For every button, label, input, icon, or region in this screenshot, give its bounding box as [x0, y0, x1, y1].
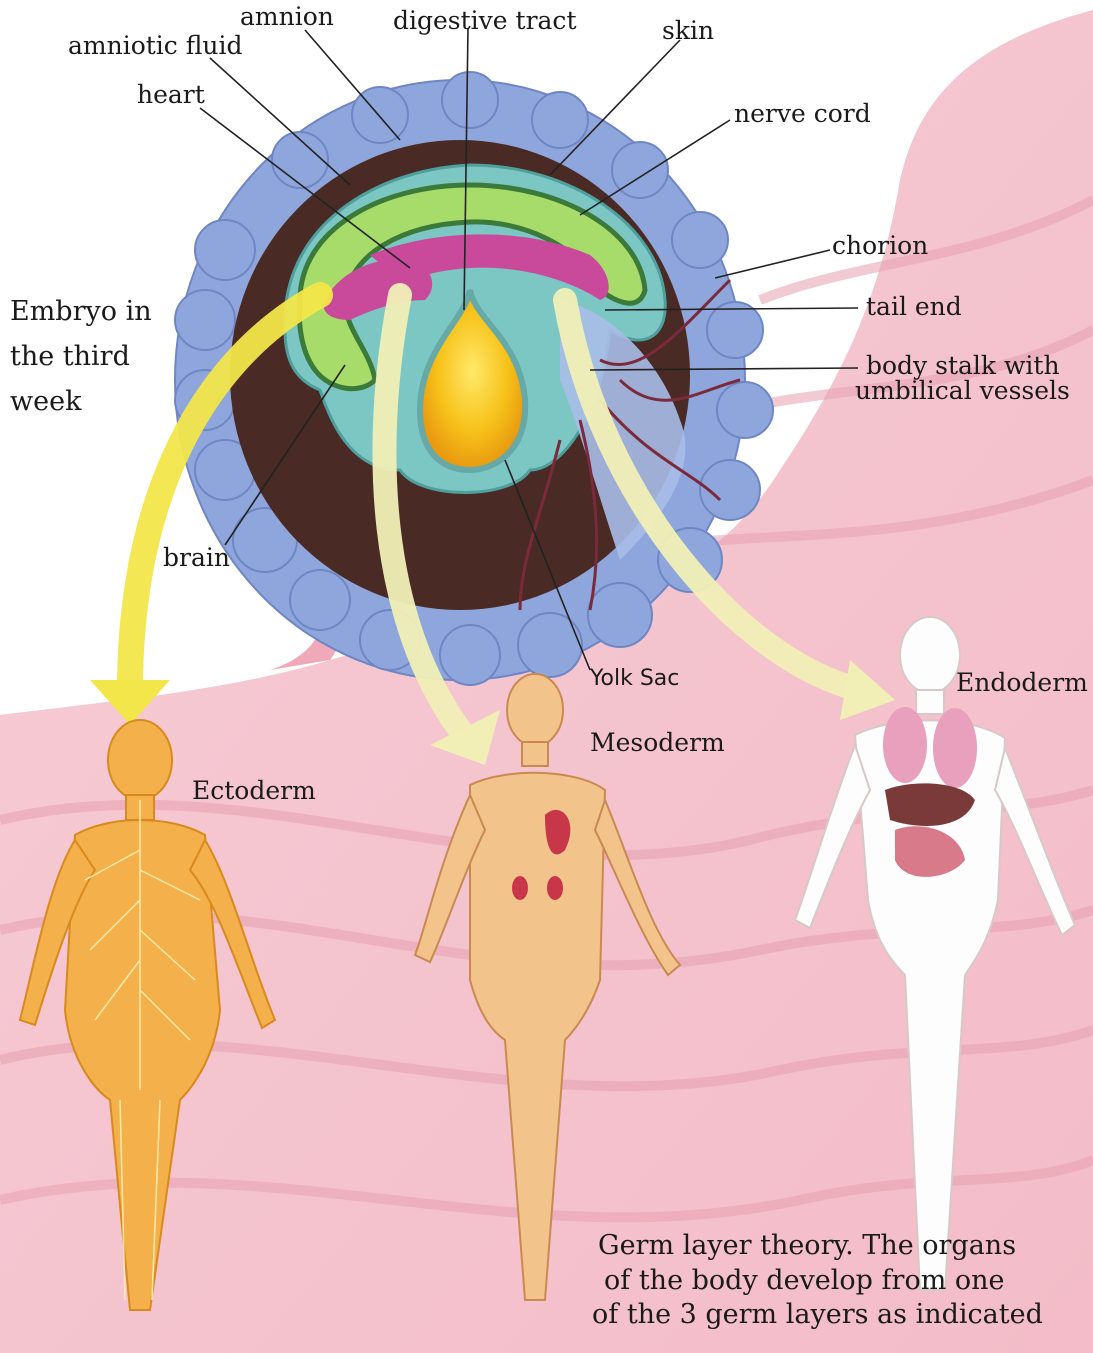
caption-line-1: Germ layer theory. The organs [598, 1232, 1016, 1260]
label-tail-end: tail end [866, 294, 962, 319]
label-amnion: amnion [240, 4, 334, 29]
label-body-stalk-1: body stalk with [866, 353, 1060, 378]
label-endoderm: Endoderm [956, 670, 1088, 695]
label-embryo-line3: week [10, 388, 81, 415]
label-heart: heart [137, 82, 205, 107]
label-mesoderm: Mesoderm [590, 730, 725, 755]
label-embryo-line1: Embryo in [10, 298, 152, 325]
label-chorion: chorion [832, 233, 928, 258]
label-embryo-line2: the third [10, 343, 130, 370]
label-amniotic-fluid: amniotic fluid [68, 33, 243, 58]
label-yolk-sac: Yolk Sac [590, 668, 679, 690]
label-ectoderm: Ectoderm [192, 778, 316, 803]
label-nerve-cord: nerve cord [734, 101, 871, 126]
label-digestive-tract: digestive tract [393, 8, 576, 33]
label-body-stalk-2: umbilical vessels [855, 378, 1070, 403]
label-brain: brain [163, 545, 230, 570]
label-skin: skin [662, 18, 714, 43]
caption-line-3: of the 3 germ layers as indicated [592, 1301, 1043, 1329]
caption-line-2: of the body develop from one [604, 1267, 1005, 1295]
